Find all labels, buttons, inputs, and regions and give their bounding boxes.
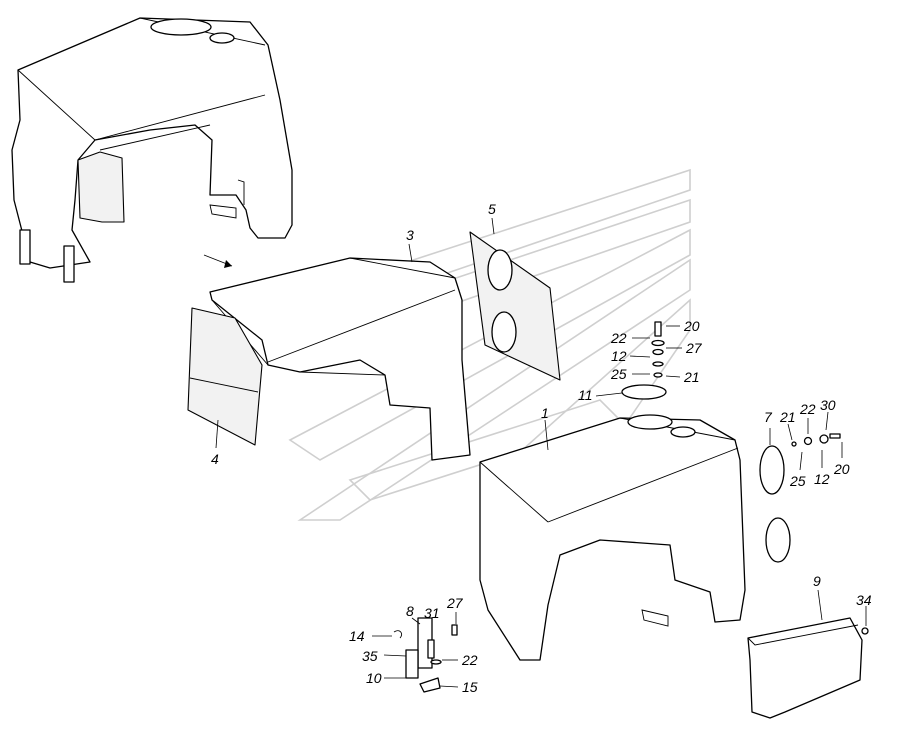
bracket-assembly <box>393 617 458 693</box>
callout-label: 20 <box>833 461 850 477</box>
callout-label: 34 <box>856 592 872 608</box>
callout-label: 1 <box>541 405 549 421</box>
callout-label: 10 <box>366 670 382 686</box>
part-1-main-casing <box>479 414 746 661</box>
fastener-stack-middle <box>651 321 665 378</box>
callout-label: 12 <box>611 348 627 364</box>
callout-label: 7 <box>764 409 773 425</box>
callout-label: 11 <box>578 387 593 403</box>
part-4-side-panel <box>187 307 263 446</box>
callout-label: 5 <box>488 201 496 217</box>
callout-label: 31 <box>424 605 440 621</box>
part-5-panel <box>469 231 561 381</box>
callout-labels: 3 5 4 1 11 22 20 27 12 25 21 7 21 22 30 … <box>211 201 872 695</box>
callout-label: 22 <box>461 652 478 668</box>
callout-label: 21 <box>683 369 700 385</box>
assembled-cover <box>11 17 293 283</box>
callout-label: 20 <box>683 318 700 334</box>
callout-label: 25 <box>610 366 627 382</box>
callout-label: 30 <box>820 397 836 413</box>
callout-label: 27 <box>446 595 464 611</box>
callout-label: 15 <box>462 679 478 695</box>
part-7-gasket <box>759 445 791 563</box>
fastener-stack-right <box>791 433 841 447</box>
part-34-bolt <box>861 627 869 635</box>
assembly-arrowhead <box>224 260 232 268</box>
leader-lines <box>215 217 867 688</box>
callout-label: 22 <box>610 330 627 346</box>
callout-label: 3 <box>406 227 414 243</box>
callout-label: 4 <box>211 451 219 467</box>
callout-label: 8 <box>406 603 414 619</box>
callout-label: 12 <box>814 471 830 487</box>
callout-label: 9 <box>813 573 821 589</box>
callout-label: 21 <box>779 409 796 425</box>
callout-label: 14 <box>349 628 365 644</box>
part-3-upper-casing <box>209 257 471 461</box>
part-11-gasket <box>621 384 667 400</box>
callout-label: 35 <box>362 648 378 664</box>
callout-label: 25 <box>789 473 806 489</box>
callout-label: 22 <box>799 401 816 417</box>
callout-label: 27 <box>685 340 703 356</box>
part-9-cover-plate <box>747 617 863 719</box>
